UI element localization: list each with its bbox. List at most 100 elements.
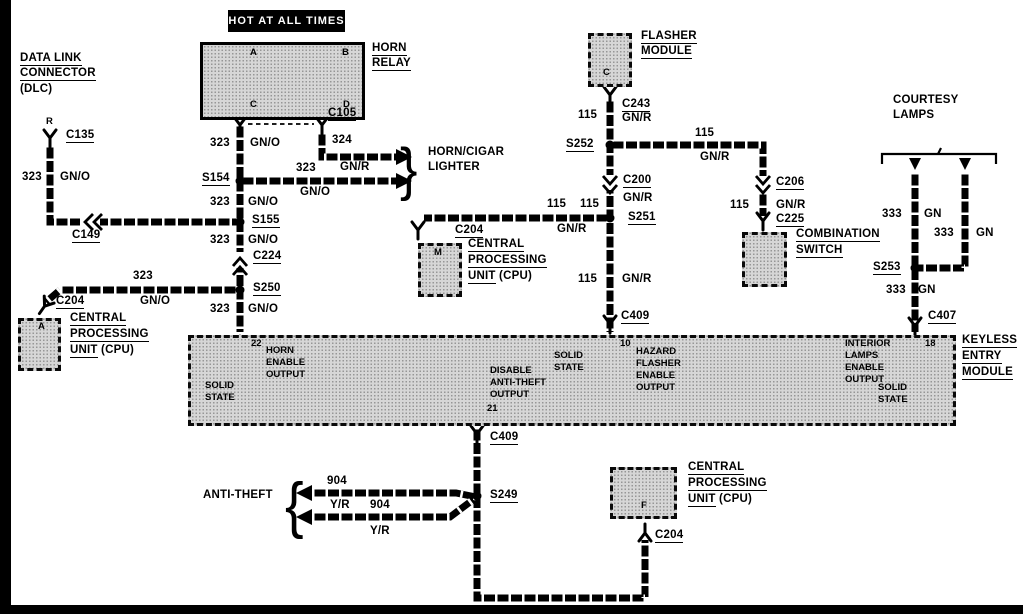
connector-label-c105: C105 [328, 107, 357, 121]
cpu-f-label-2: PROCESSING [688, 477, 767, 491]
cpu-f-box [610, 467, 677, 519]
solid-state-label: SOLID [205, 380, 235, 391]
combination-switch-box [742, 232, 787, 287]
connector-label-c409: C409 [621, 310, 650, 324]
cpu-m-label-3: UNIT (CPU) [468, 270, 532, 284]
wire-color: GN/R [623, 192, 653, 204]
wire-color: GN/O [248, 303, 279, 315]
keyless-entry-module-box [188, 335, 956, 426]
splice-label-s155: S155 [252, 214, 280, 228]
horn-cigar-label-2: LIGHTER [428, 161, 480, 173]
wire-number: 323 [210, 196, 230, 208]
interior-lamps-label: LAMPS [845, 350, 879, 361]
inline-connectors [80, 175, 772, 276]
wire-number: 323 [210, 137, 230, 149]
dlc-label-1: DATA LINK [20, 52, 82, 66]
wire-number: 115 [730, 199, 750, 211]
hazard-flasher-label: ENABLE [636, 370, 676, 381]
wire-color: GN/R [776, 199, 806, 211]
wire-number: 333 [934, 227, 954, 239]
courtesy-lamps-label-1: COURTESY [893, 94, 959, 106]
wire-number: 115 [578, 109, 598, 121]
relay-terminal-a: A [250, 47, 257, 58]
wire-number: 115 [695, 127, 715, 139]
dlc-label-3: (DLC) [20, 83, 53, 95]
wire-number: 904 [327, 475, 347, 487]
wire-color: GN/R [622, 112, 652, 124]
cpu-f-label-3: UNIT (CPU) [688, 493, 752, 507]
cpu-a-box [18, 318, 61, 371]
splice-label-s253: S253 [873, 261, 901, 275]
banner-label: HOT AT ALL TIMES [228, 15, 345, 27]
horn-enable-label: OUTPUT [266, 369, 306, 380]
pin-22: 22 [251, 338, 262, 349]
flasher-module-box [588, 33, 632, 87]
wire-number: 333 [882, 208, 902, 220]
cpu-m-label-2: PROCESSING [468, 254, 547, 268]
wire-color: Y/R [330, 499, 350, 511]
flasher-label-2: MODULE [641, 45, 693, 59]
solid-state-label: STATE [878, 394, 908, 405]
dlc-label-2: CONNECTOR [20, 67, 96, 81]
output-arrows [296, 149, 412, 525]
wire-color: GN/O [140, 295, 171, 307]
cpu-f-label-1: CENTRAL [688, 461, 745, 475]
disable-anti-theft-label: DISABLE [490, 365, 532, 376]
dlc-terminal-r: R [46, 116, 53, 127]
wire-color: GN/R [557, 223, 587, 235]
wire-color: GN [924, 208, 942, 220]
splice-label-s250: S250 [253, 282, 281, 296]
relay-terminal-c: C [250, 99, 257, 110]
pin-21: 21 [487, 403, 498, 414]
splice-dots [235, 140, 920, 501]
connector-label-c243: C243 [622, 98, 651, 112]
connector-label-c204: C204 [56, 295, 85, 309]
wire-number: 904 [370, 499, 390, 511]
solid-state-label: SOLID [878, 382, 908, 393]
wire-number: 323 [133, 270, 153, 282]
wire-color: GN/R [622, 273, 652, 285]
scan-border-left [0, 0, 11, 614]
solid-state-label: SOLID [554, 350, 584, 361]
wire-color: GN/O [60, 171, 91, 183]
horn-enable-label: ENABLE [266, 357, 306, 368]
wire-color: GN [918, 284, 936, 296]
interior-lamps-label: INTERIOR [845, 338, 891, 349]
hazard-flasher-label: OUTPUT [636, 382, 676, 393]
connector-label-c409b: C409 [490, 431, 519, 445]
hot-at-all-times-banner: HOT AT ALL TIMES [228, 10, 345, 32]
solid-state-label: STATE [205, 392, 235, 403]
horn-enable-label: HORN [266, 345, 294, 356]
courtesy-lamps-symbol [880, 147, 998, 170]
cpu-a-label-3: UNIT (CPU) [70, 344, 134, 358]
connector-label-c407: C407 [928, 310, 957, 324]
cpu-m-terminal: M [434, 247, 442, 258]
connector-label-c204m: C204 [455, 224, 484, 238]
flasher-label-1: FLASHER [641, 30, 697, 44]
connector-label-c224: C224 [253, 250, 282, 264]
scan-border-bottom [0, 605, 1023, 614]
wire-color: GN/O [300, 186, 331, 198]
wire-number: 324 [332, 134, 352, 146]
cpu-a-label-1: CENTRAL [70, 312, 127, 326]
wire-color: Y/R [370, 525, 390, 537]
pin-10: 10 [620, 338, 631, 349]
splice-label-s154: S154 [202, 172, 230, 186]
connector-label-c225: C225 [776, 213, 805, 227]
cpu-a-terminal: A [38, 321, 45, 332]
wire-number: 115 [578, 273, 598, 285]
wire-number: 333 [886, 284, 906, 296]
wire-color: GN/R [340, 161, 370, 173]
combination-switch-label-1: COMBINATION [796, 228, 880, 242]
wire-color: GN/O [250, 137, 281, 149]
keyless-label-3: MODULE [962, 366, 1014, 380]
splice-label-s249: S249 [490, 489, 518, 503]
hazard-flasher-label: FLASHER [636, 358, 681, 369]
wire-color: GN/O [248, 196, 279, 208]
cpu-a-label-2: PROCESSING [70, 328, 149, 342]
solid-state-label: STATE [554, 362, 584, 373]
splice-label-s251: S251 [628, 211, 656, 225]
cpu-m-box [418, 243, 462, 297]
courtesy-lamps-label-2: LAMPS [893, 109, 935, 121]
